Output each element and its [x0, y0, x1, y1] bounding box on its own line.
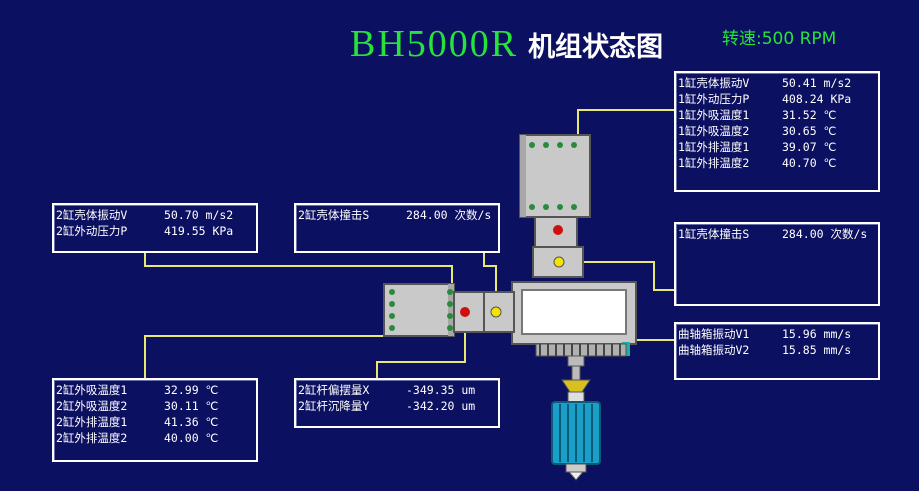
panel-cyl2-vibration: 2缸壳体振动V 50.70 m/s2 2缸外动压力P 419.55 KPa: [52, 203, 258, 253]
leader-cyl1-impact: [562, 261, 675, 291]
sensor-yellow-cyl2: [490, 306, 502, 318]
reading-value: 31.52 ℃: [782, 108, 837, 122]
reading-row: 2缸外吸温度1 32.99 ℃: [56, 382, 256, 398]
reading-value: 15.85 mm/s: [782, 343, 852, 357]
reading-row: 2缸外动压力P 419.55 KPa: [56, 223, 256, 239]
reading-label: 2缸外排温度2: [56, 431, 128, 445]
reading-label: 2缸外动压力P: [56, 224, 128, 238]
reading-value: 419.55 KPa: [164, 224, 234, 238]
reading-label: 1缸外排温度1: [678, 140, 750, 154]
sensor-red-cyl1: [553, 225, 563, 235]
reading-row: 2缸外排温度2 40.00 ℃: [56, 430, 256, 446]
reading-label: 1缸外吸温度2: [678, 124, 750, 138]
reading-row: 2缸壳体撞击S 284.00 次数/s: [298, 207, 498, 223]
reading-value: 284.00 次数/s: [406, 208, 492, 222]
speed-readout: 转速:500 RPM: [722, 29, 837, 49]
reading-label: 1缸壳体振动V: [678, 76, 750, 90]
reading-value: 15.96 mm/s: [782, 327, 852, 341]
reading-value: 39.07 ℃: [782, 140, 837, 154]
reading-row: 1缸外排温度2 40.70 ℃: [678, 155, 878, 171]
reading-value: -349.35 um: [406, 383, 476, 397]
reading-value: 40.00 ℃: [164, 431, 219, 445]
reading-row: 1缸外动压力P 408.24 KPa: [678, 91, 878, 107]
leader-cyl1-top: [577, 109, 675, 140]
reading-value: 50.41 m/s2: [782, 76, 852, 90]
reading-row: 2缸外吸温度2 30.11 ℃: [56, 398, 256, 414]
reading-label: 2缸外吸温度1: [56, 383, 128, 397]
reading-row: 曲轴箱振动V2 15.85 mm/s: [678, 342, 878, 358]
reading-value: 40.70 ℃: [782, 156, 837, 170]
cylinder-1: [519, 134, 591, 278]
crankcase: [511, 281, 637, 367]
panel-cyl1-impact: 1缸壳体撞击S 284.00 次数/s: [674, 222, 880, 306]
reading-row: 2缸杆偏摆量X -349.35 um: [298, 382, 498, 398]
motor-assembly: [551, 365, 601, 481]
reading-value: -342.20 um: [406, 399, 476, 413]
leader-cyl2-temps: [144, 328, 390, 378]
panel-cyl2-impact: 2缸壳体撞击S 284.00 次数/s: [294, 203, 500, 253]
diagram-title: 机组状态图: [528, 32, 664, 63]
cylinder-2: [383, 283, 515, 337]
reading-row: 1缸壳体振动V 50.41 m/s2: [678, 75, 878, 91]
reading-value: 32.99 ℃: [164, 383, 219, 397]
reading-row: 2缸外排温度1 41.36 ℃: [56, 414, 256, 430]
reading-row: 2缸壳体振动V 50.70 m/s2: [56, 207, 256, 223]
page-title: BH5000R 机组状态图: [350, 22, 663, 72]
reading-label: 2缸杆沉降量Y: [298, 399, 370, 413]
leader-cyl2-vibration: [144, 252, 453, 290]
reading-value: 30.11 ℃: [164, 399, 219, 413]
machine-model: BH5000R: [350, 23, 519, 65]
panel-cyl2-rod: 2缸杆偏摆量X -349.35 um 2缸杆沉降量Y -342.20 um: [294, 378, 500, 428]
sensor-red-cyl2: [460, 307, 470, 317]
reading-row: 2缸杆沉降量Y -342.20 um: [298, 398, 498, 414]
sensor-yellow-cyl1: [553, 256, 565, 268]
reading-row: 曲轴箱振动V1 15.96 mm/s: [678, 326, 878, 342]
reading-row: 1缸外吸温度2 30.65 ℃: [678, 123, 878, 139]
reading-value: 41.36 ℃: [164, 415, 219, 429]
reading-value: 50.70 m/s2: [164, 208, 234, 222]
leader-cyl2-rod: [376, 312, 466, 378]
reading-value: 284.00 次数/s: [782, 227, 868, 241]
reading-label: 曲轴箱振动V2: [678, 343, 750, 357]
reading-label: 曲轴箱振动V1: [678, 327, 750, 341]
reading-label: 2缸杆偏摆量X: [298, 383, 370, 397]
reading-label: 1缸外吸温度1: [678, 108, 750, 122]
reading-value: 30.65 ℃: [782, 124, 837, 138]
reading-label: 1缸外动压力P: [678, 92, 750, 106]
reading-label: 2缸外排温度1: [56, 415, 128, 429]
reading-label: 2缸壳体振动V: [56, 208, 128, 222]
reading-row: 1缸外吸温度1 31.52 ℃: [678, 107, 878, 123]
reading-label: 2缸外吸温度2: [56, 399, 128, 413]
reading-label: 1缸壳体撞击S: [678, 227, 750, 241]
reading-label: 1缸外排温度2: [678, 156, 750, 170]
reading-value: 408.24 KPa: [782, 92, 852, 106]
reading-row: 1缸外排温度1 39.07 ℃: [678, 139, 878, 155]
panel-cyl2-temperatures: 2缸外吸温度1 32.99 ℃ 2缸外吸温度2 30.11 ℃ 2缸外排温度1 41.36…: [52, 378, 258, 462]
reading-label: 2缸壳体撞击S: [298, 208, 370, 222]
reading-row: 1缸壳体撞击S 284.00 次数/s: [678, 226, 878, 242]
panel-crankcase-vibration: 曲轴箱振动V1 15.96 mm/s 曲轴箱振动V2 15.85 mm/s: [674, 322, 880, 380]
